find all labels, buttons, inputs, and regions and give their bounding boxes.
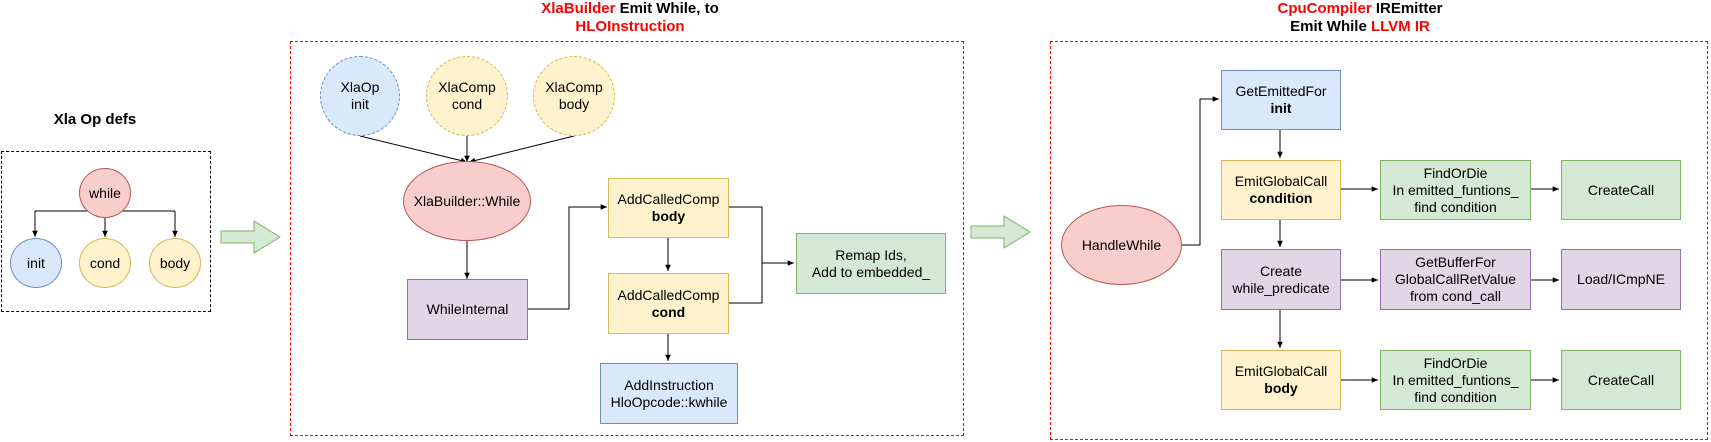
load-icmpne-node: Load/ICmpNE [1561,249,1681,310]
cond-node: cond [79,238,131,288]
init-node: init [10,238,62,288]
flow-arrow-1 [220,220,281,254]
cpucompiler-section-title: CpuCompiler IREmitter Emit While LLVM IR [1277,0,1443,35]
xlabuilder-while-node: XlaBuilder::While [403,161,531,241]
remap-ids-node: Remap Ids,Add to embedded_ [796,233,946,294]
xlabuilder-frame [290,41,964,436]
xlabuilder-section-title: XlaBuilder Emit While, to HLOInstruction [541,0,719,35]
while-node: while [79,168,131,218]
cpucompiler-frame [1050,41,1708,440]
edge-init-to-while [359,135,468,164]
edge-handle-to-getemitted [1182,96,1219,246]
while-internal-node: WhileInternal [407,279,528,340]
edge-internal-to-addbody [527,204,607,310]
body-node: body [149,238,201,288]
handle-while-node: HandleWhile [1061,205,1182,285]
create-call-node-2: CreateCall [1561,350,1681,410]
flow-arrow-2 [970,215,1031,249]
edge-body-to-while [468,135,575,164]
xla-op-defs-frame [1,151,211,312]
xla-op-defs-title: Xla Op defs [53,111,137,128]
create-call-node-1: CreateCall [1561,160,1681,220]
edge-addcomp-bracket [728,206,763,304]
